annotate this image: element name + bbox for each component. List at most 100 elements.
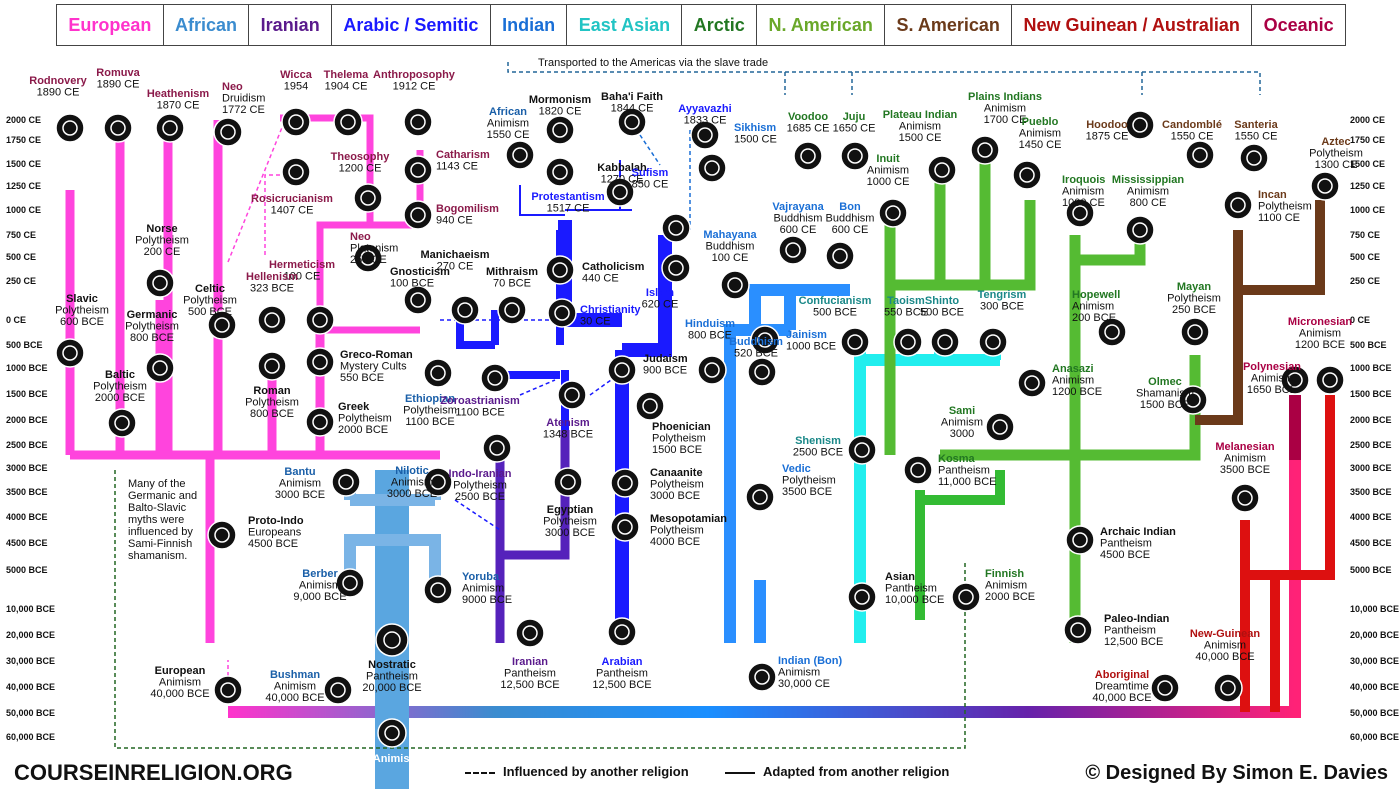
religion-label-line: Polytheism	[183, 295, 237, 307]
khanda-icon	[697, 153, 727, 183]
tick-label-left: 50,000 BCE	[6, 708, 55, 718]
icon-glyph	[430, 582, 446, 598]
icon-glyph	[697, 127, 713, 143]
religion-label-line: Vedic	[782, 463, 811, 475]
star-of-david-icon	[353, 183, 383, 213]
sami-note-line: shamanism.	[128, 550, 187, 562]
religion-label-line: 1650 BCE	[1247, 384, 1297, 396]
religion-label-line: Pantheism	[885, 583, 937, 595]
religion-label-line: 1650 CE	[833, 123, 876, 135]
bantu-mask-icon	[331, 467, 361, 497]
religion-label-line: 200 CE	[144, 246, 181, 258]
sami-note-line: Many of the	[128, 478, 185, 490]
religion-label-line: Mayan	[1177, 281, 1212, 293]
tick-label-right: 1750 CE	[1350, 135, 1385, 145]
icon-glyph	[110, 120, 126, 136]
religion-label-line: Polytheism	[650, 479, 704, 491]
religion-label-line: Bantu	[284, 466, 315, 478]
icon-glyph	[1132, 222, 1148, 238]
religion-label-line: Neo	[222, 81, 243, 93]
torii-icon	[930, 327, 960, 357]
religion-label-line: Paleo-Indian	[1104, 613, 1170, 625]
unicursal-hexagram-icon	[333, 107, 363, 137]
religion-label-line: Animism	[274, 681, 316, 693]
religion-label-line: Archaic Indian	[1100, 526, 1176, 538]
icon-glyph	[552, 262, 568, 278]
ethiopian-figure-icon	[423, 358, 453, 388]
religion-label-line: 1700 CE	[984, 114, 1027, 126]
tick-label-right: 3500 BCE	[1350, 487, 1392, 497]
africa-icon	[505, 140, 535, 170]
religion-label-line: Mithraism	[486, 266, 538, 278]
religion-label-line: 30,000 CE	[778, 678, 830, 690]
religion-label-line: Juju	[843, 111, 866, 123]
om-icon	[697, 355, 727, 385]
icon-glyph	[1104, 324, 1120, 340]
fish-icon	[927, 155, 957, 185]
religion-label-line: 1844 CE	[611, 103, 654, 115]
religion-label-line: Polytheism	[125, 321, 179, 333]
triratna-icon	[720, 270, 750, 300]
tick-label-right: 2000 BCE	[1350, 415, 1392, 425]
icon-glyph	[457, 302, 473, 318]
religion-label-line: 500 BCE	[813, 307, 857, 319]
religion-label-line: Polytheism	[55, 305, 109, 317]
icon-glyph	[410, 114, 426, 130]
tick-label-left: 3000 BCE	[6, 463, 48, 473]
tick-label-right: 4500 BCE	[1350, 538, 1392, 548]
tick-label-right: 750 CE	[1350, 230, 1380, 240]
religion-label-line: 1685 CE	[787, 123, 830, 135]
tick-label-left: 40,000 BCE	[6, 682, 55, 692]
pueblo-icon	[1012, 160, 1042, 190]
tick-label-left: 2000 CE	[6, 115, 41, 125]
legend-item: East Asian	[567, 5, 683, 45]
religion-label-line: 1870 CE	[157, 100, 200, 112]
icon-glyph	[1192, 147, 1208, 163]
tick-label-left: 3500 BCE	[6, 487, 48, 497]
religion-label-line: Animism	[941, 417, 983, 429]
religion-label-line: Zoroastrianism	[440, 395, 520, 407]
tick-label-right: 40,000 BCE	[1350, 682, 1399, 692]
religion-label-line: 1890 CE	[97, 79, 140, 91]
melanesian-sun-icon	[1230, 483, 1260, 513]
icon-glyph	[1230, 197, 1246, 213]
star-of-david-icon	[607, 355, 637, 385]
religion-label-line: 1500 CE	[734, 134, 777, 146]
icon-glyph	[854, 589, 870, 605]
religion-label-line: 3500 BCE	[782, 486, 832, 498]
religion-label-line: Plateau Indian	[883, 109, 958, 121]
religion-label-line: 1000 CE	[1062, 197, 1105, 209]
religion-label-line: 2500 BCE	[455, 491, 505, 503]
religion-label-line: African	[489, 106, 527, 118]
icon-glyph	[1157, 680, 1173, 696]
religion-label-line: 9,000 BCE	[293, 591, 346, 603]
religion-label-line: Animism	[1062, 186, 1104, 198]
religion-label-line: Incan	[1258, 189, 1287, 201]
